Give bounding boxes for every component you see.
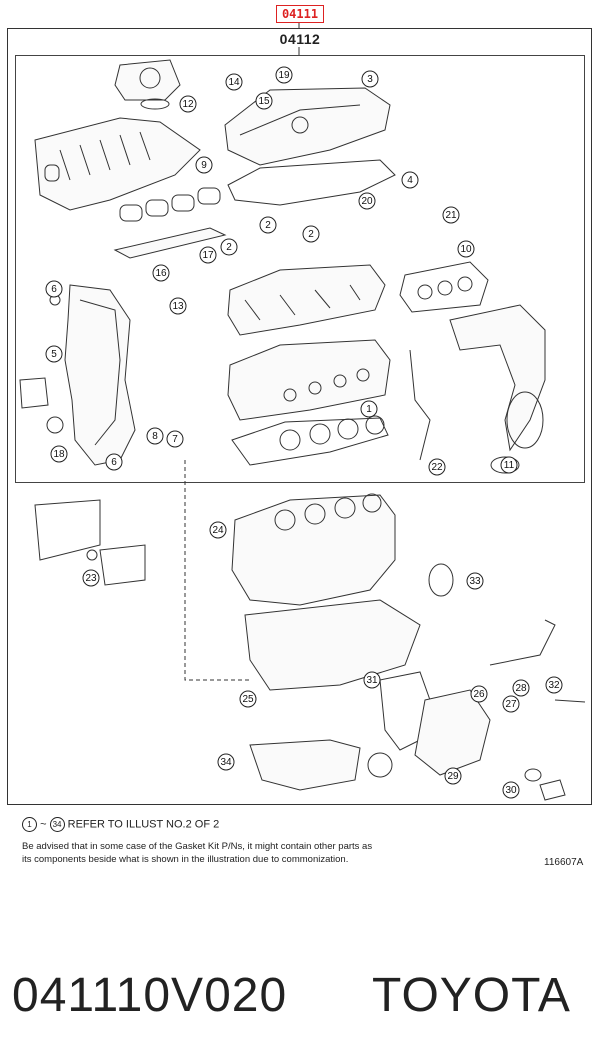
exhaust-ring-drawing xyxy=(490,456,520,474)
timing-cover-drawing xyxy=(19,284,136,466)
exhaust-manifold-drawing xyxy=(399,261,546,452)
callout-6-lower: 6 xyxy=(111,457,117,468)
callout-22: 22 xyxy=(431,462,443,473)
diagram-inner-frame xyxy=(15,55,585,483)
ref-text: REFER TO ILLUST NO.2 OF 2 xyxy=(67,818,220,831)
callout-23: 23 xyxy=(85,573,97,584)
brand-name: TOYOTA xyxy=(372,969,571,1022)
intake-manifold-drawing xyxy=(34,117,201,211)
callout-34: 34 xyxy=(220,757,232,768)
ref-tilde: ~ xyxy=(40,818,47,831)
callout-labels: 3 4 1 5 6 7 8 9 10 11 12 13 14 15 16 17 … xyxy=(51,70,560,796)
callout-7: 7 xyxy=(172,434,178,445)
callout-bubbles xyxy=(45,66,563,799)
diagram-outer-frame xyxy=(7,28,592,805)
engine-block-drawing xyxy=(231,493,396,606)
callout-26: 26 xyxy=(473,689,485,700)
camshaft-housing-drawing xyxy=(227,264,386,336)
advisory-line-1: Be advised that in some case of the Gask… xyxy=(22,841,373,852)
lower-left-covers-drawing xyxy=(34,499,146,586)
callout-4: 4 xyxy=(407,175,413,186)
callout-16: 16 xyxy=(155,268,167,279)
valve-cover-drawing xyxy=(224,87,391,166)
callout-30: 30 xyxy=(505,785,517,796)
oil-pan-upper-drawing xyxy=(244,599,421,691)
callout-20: 20 xyxy=(361,196,373,207)
sub-kit-code-label: 04112 xyxy=(279,31,321,47)
oil-pan-lower-drawing xyxy=(249,739,361,791)
callout-9: 9 xyxy=(201,160,207,171)
callout-24: 24 xyxy=(212,525,224,536)
part-number: 041110V020 xyxy=(12,969,288,1022)
advisory-line-2: its components beside what is shown in t… xyxy=(22,854,349,865)
callout-6: 6 xyxy=(51,284,57,295)
callout-11: 11 xyxy=(504,460,515,471)
parts-diagram: 3 4 1 5 6 7 8 9 10 11 12 13 14 15 16 17 … xyxy=(19,21,586,801)
callout-27: 27 xyxy=(505,699,517,710)
callout-32: 32 xyxy=(548,680,560,691)
callout-3: 3 xyxy=(367,74,373,85)
callout-33: 33 xyxy=(469,576,481,587)
fuel-rail-drawing xyxy=(113,227,227,259)
callout-1: 1 xyxy=(366,404,372,415)
intake-gasket-drawing xyxy=(119,187,221,222)
callout-10: 10 xyxy=(460,244,472,255)
callout-17: 17 xyxy=(202,250,214,261)
water-pump-drawing xyxy=(367,563,586,801)
callout-8: 8 xyxy=(152,431,158,442)
callout-25: 25 xyxy=(242,694,254,705)
callout-12: 12 xyxy=(182,99,194,110)
ref-start-circle: 1 xyxy=(22,817,37,832)
callout-14: 14 xyxy=(228,77,240,88)
callout-5: 5 xyxy=(51,349,57,360)
cylinder-head-drawing xyxy=(227,339,391,421)
callout-18: 18 xyxy=(53,449,65,460)
callout-2c: 2 xyxy=(226,242,232,253)
callout-31: 31 xyxy=(366,675,378,686)
callout-2b: 2 xyxy=(308,229,314,240)
head-gasket-drawing xyxy=(231,415,389,466)
callout-15: 15 xyxy=(258,96,270,107)
ref-end-circle: 34 xyxy=(49,817,65,832)
kit-code-label: 04111 xyxy=(276,5,324,23)
callout-21: 21 xyxy=(445,210,457,221)
refer-note: 1 ~ 34 REFER TO ILLUST NO.2 OF 2 xyxy=(22,817,219,832)
callout-29: 29 xyxy=(447,771,459,782)
dipstick-drawing xyxy=(409,349,431,461)
callout-13: 13 xyxy=(172,301,184,312)
valve-cover-gasket-drawing xyxy=(227,159,396,206)
callout-28: 28 xyxy=(515,683,527,694)
callout-2a: 2 xyxy=(265,220,271,231)
advisory-note: Be advised that in some case of the Gask… xyxy=(22,840,492,866)
throttle-body-drawing xyxy=(114,59,181,110)
callout-19: 19 xyxy=(278,70,290,81)
illustration-id: 116607A xyxy=(544,857,584,868)
